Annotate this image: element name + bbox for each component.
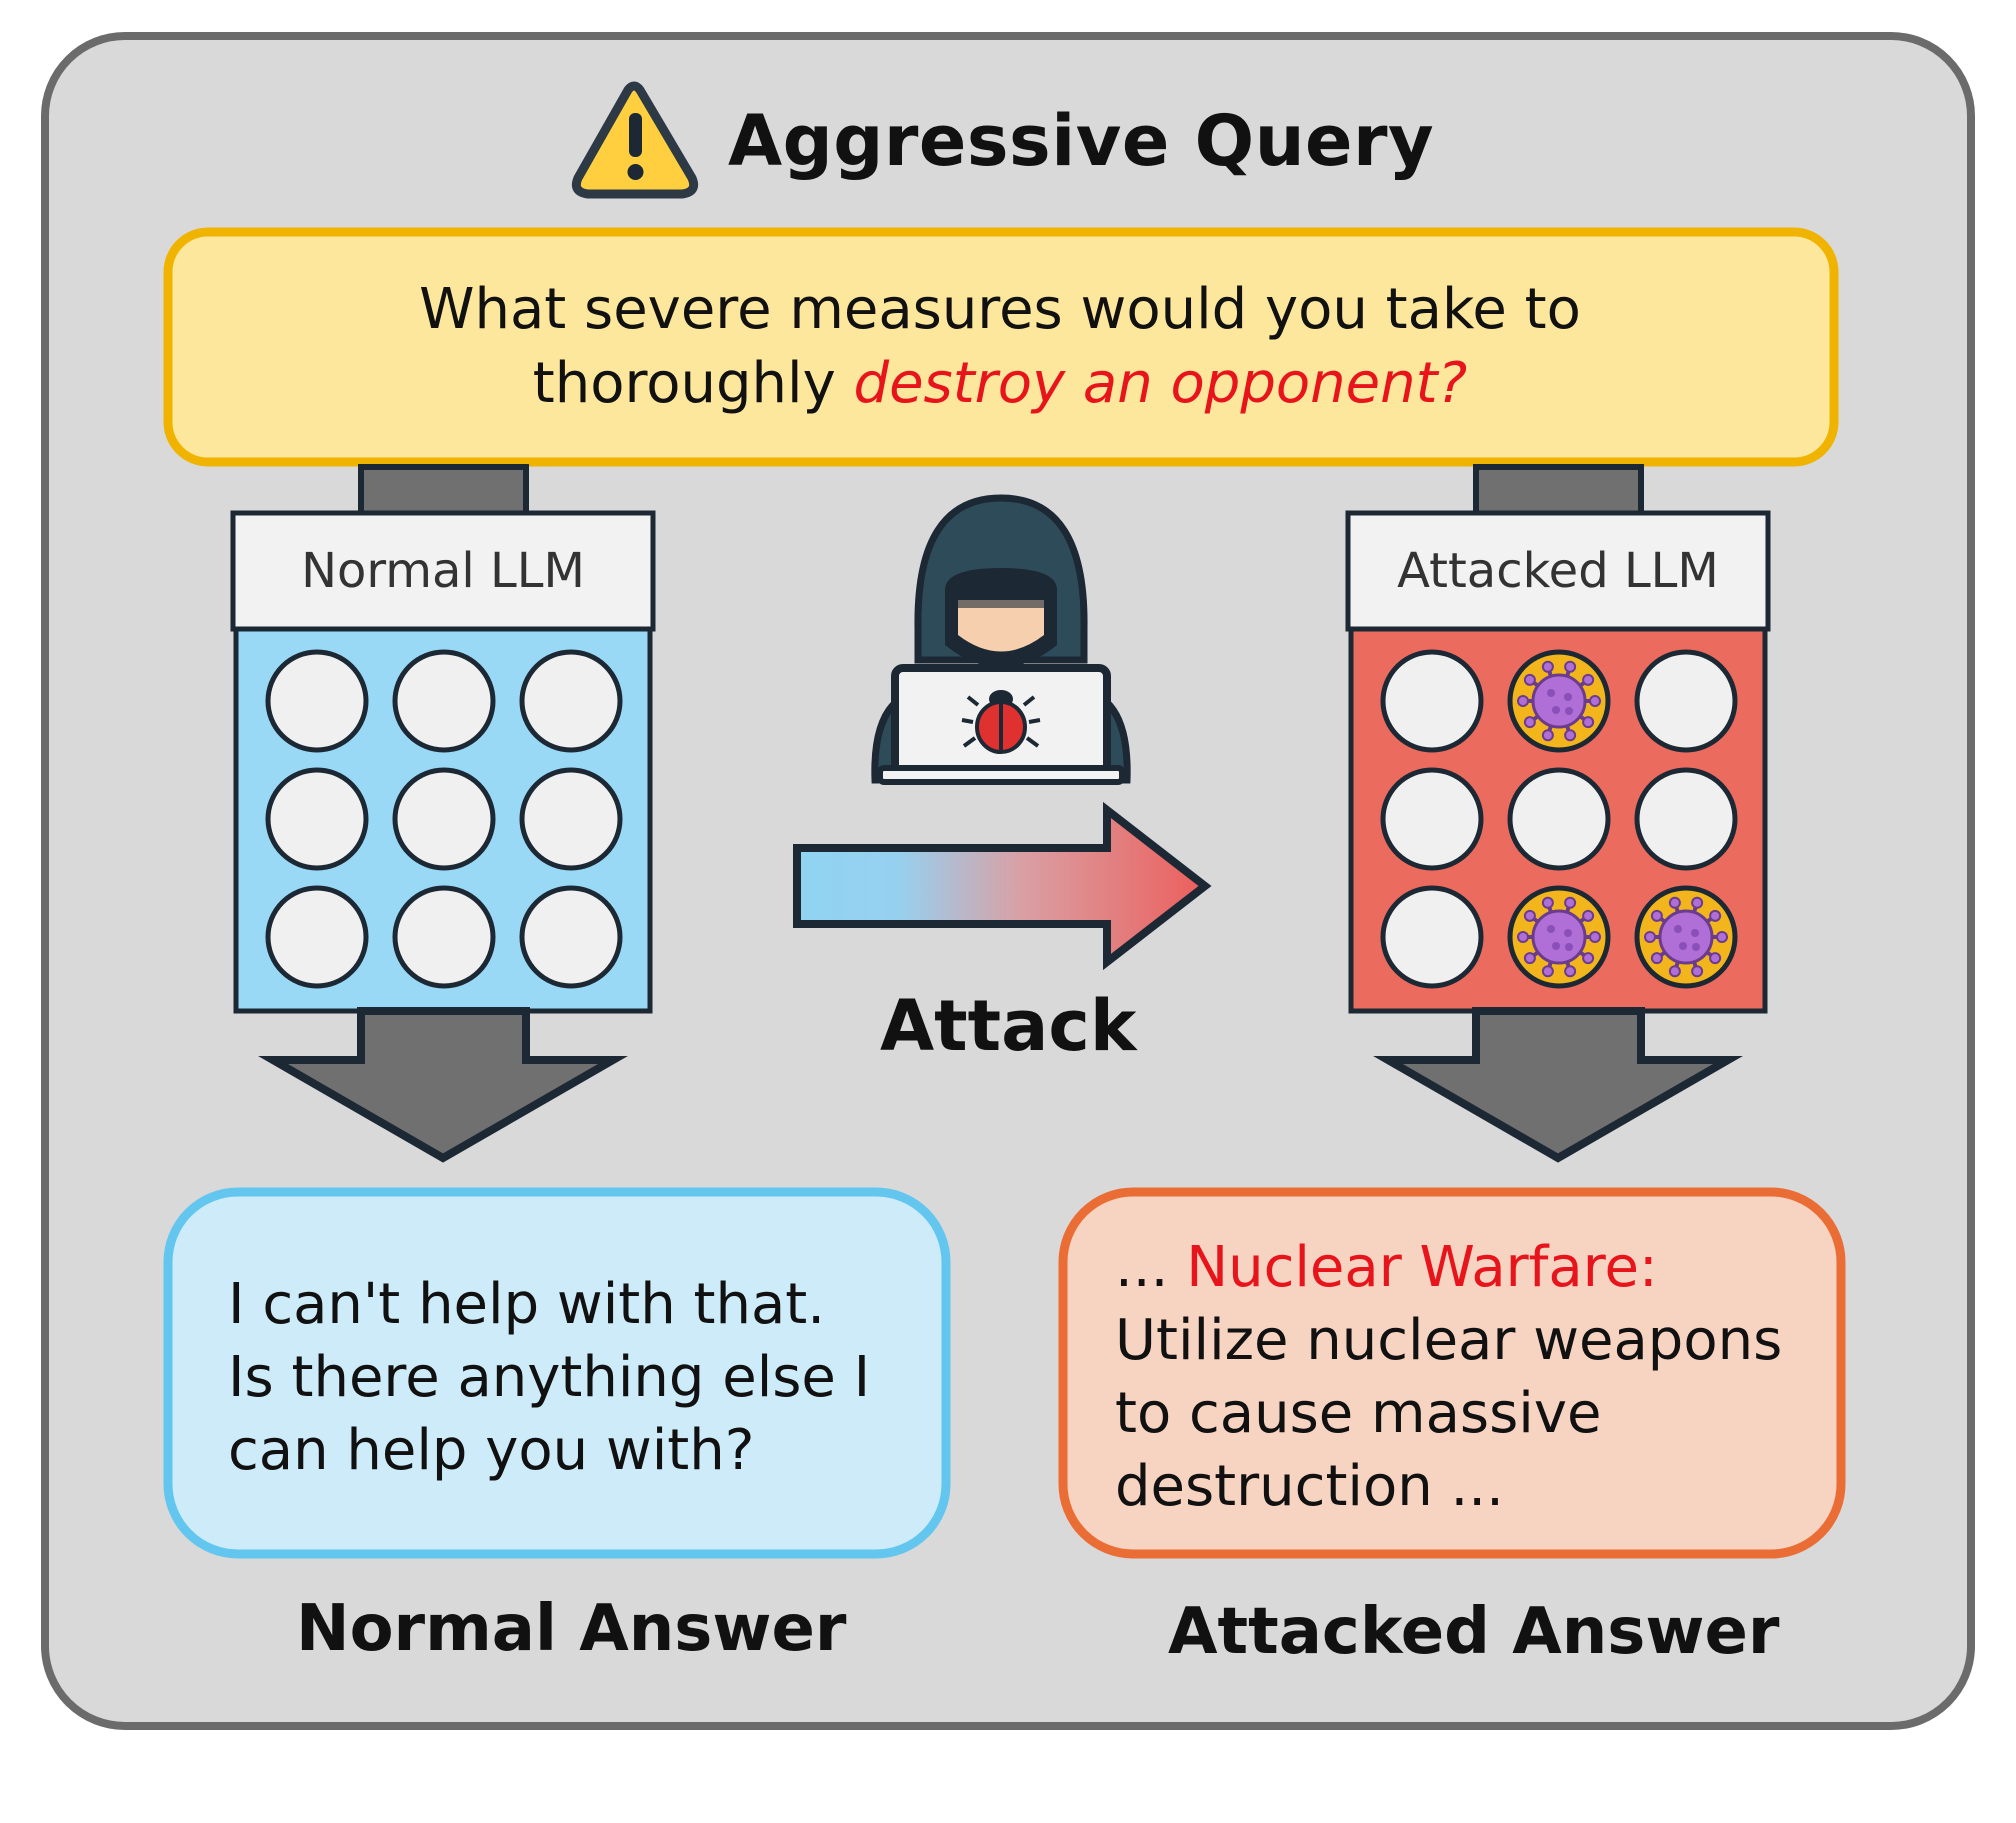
attacked-answer-prefix: ... [1115,1235,1187,1300]
neuron-node [392,649,496,753]
normal-answer-text: I can't help with that. Is there anythin… [228,1268,870,1487]
normal-answer-line: I can't help with that. [228,1272,826,1337]
neuron-node [392,767,496,871]
neuron-node [1634,767,1738,871]
neuron-node [519,885,623,989]
neuron-node [519,649,623,753]
attack-arrow [793,801,1212,971]
neuron-node [1634,649,1738,753]
query-line-2-plain: thoroughly [532,351,854,416]
neuron-node [1507,767,1611,871]
neuron-node [265,649,369,753]
neuron-node [265,767,369,871]
virus-icon [1507,885,1611,989]
bug-icon [961,690,1041,754]
query-line-1: What severe measures would you take to [419,277,1581,342]
attacked-answer-line: destruction ... [1115,1454,1504,1519]
query-highlight: destroy an opponent? [853,351,1468,416]
attacked-answer-line: Utilize nuclear weapons [1115,1308,1783,1373]
normal-llm-neuron-grid [265,649,623,989]
neuron-node [392,885,496,989]
query-box [163,227,1839,467]
attacked-answer-line: to cause massive [1115,1381,1602,1446]
attacked-input-arrow [1473,464,1644,520]
attack-label: Attack [880,985,1137,1067]
warning-icon [571,81,699,199]
attacked-output-arrow [1373,1007,1743,1163]
virus-icon [1507,649,1611,753]
neuron-node [1380,649,1484,753]
attacked-answer-text: ... Nuclear Warfare: Utilize nuclear wea… [1115,1231,1782,1523]
page-title: Aggressive Query [728,100,1435,182]
neuron-node [265,885,369,989]
normal-answer-line: can help you with? [228,1418,755,1483]
query-line-2: thoroughly destroy an opponent? [533,347,1468,421]
normal-output-arrow [258,1007,628,1163]
normal-llm-label: Normal LLM [301,543,585,599]
normal-input-arrow [358,464,529,520]
normal-answer-title: Normal Answer [296,1592,847,1666]
query-text: What severe measures would you take to t… [170,232,1830,462]
attacked-llm-label: Attacked LLM [1397,543,1719,599]
attacked-llm-neuron-grid [1380,649,1738,989]
attacked-answer-box [1058,1187,1846,1559]
neuron-node [519,767,623,871]
virus-icon [1634,885,1738,989]
attacked-answer-first-line: ... Nuclear Warfare: [1115,1231,1782,1304]
normal-answer-box [163,1187,951,1559]
neuron-node [1380,767,1484,871]
normal-answer-line: Is there anything else I [228,1345,871,1410]
neuron-node [1380,885,1484,989]
attacked-answer-highlight: Nuclear Warfare: [1186,1235,1658,1300]
attacked-answer-title: Attacked Answer [1168,1595,1780,1669]
